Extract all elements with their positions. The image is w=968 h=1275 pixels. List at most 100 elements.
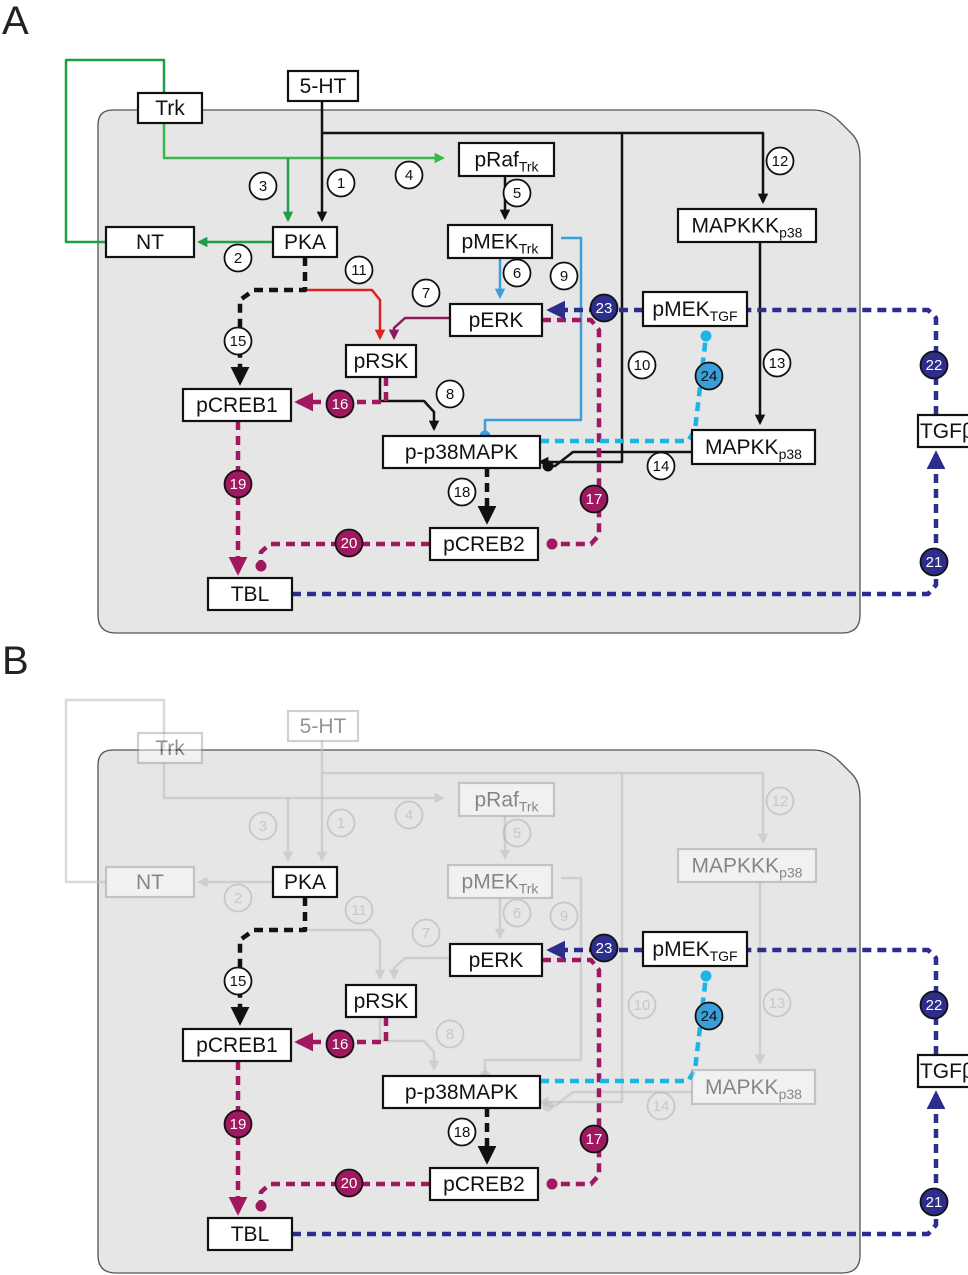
- node-label-praf: pRafTrk: [474, 149, 539, 175]
- step-16: 16: [325, 389, 355, 419]
- step-8: 8: [435, 379, 465, 409]
- inhibit-dot: [255, 560, 267, 572]
- step-5: 5: [502, 178, 532, 208]
- node-perk: pERK: [448, 302, 544, 338]
- node-label-prsk: pRSK: [354, 990, 409, 1013]
- edge-trk-praf: [162, 763, 446, 804]
- step-19: 19: [223, 469, 253, 499]
- step-20: 20: [334, 528, 364, 558]
- node-pcreb1: pCREB1: [181, 387, 293, 423]
- step-12: 12: [765, 146, 795, 176]
- step-label: 8: [446, 1026, 454, 1043]
- step-label: 20: [341, 535, 358, 552]
- node-tbl: TBL: [206, 576, 294, 612]
- step-label: 5: [513, 185, 521, 202]
- node-label-pka: PKA: [284, 871, 326, 894]
- node-praf: pRafTrk: [457, 141, 556, 178]
- step-23: 23: [589, 933, 619, 963]
- panel-label: B: [2, 639, 29, 683]
- node-pcreb1: pCREB1: [181, 1027, 293, 1063]
- step-label: 22: [926, 997, 943, 1014]
- step-15: 15: [223, 966, 253, 996]
- node-label-pcreb2: pCREB2: [443, 533, 525, 556]
- node-label-tbl: TBL: [231, 1223, 270, 1246]
- inhibit-dot: [546, 1178, 558, 1190]
- node-nt: NT: [104, 225, 196, 259]
- step-19: 19: [223, 1109, 253, 1139]
- node-pka: PKA: [271, 865, 339, 899]
- node-prsk: pRSK: [344, 343, 418, 379]
- step-label: 4: [405, 167, 413, 184]
- node-label-pmektrk: pMEKTrk: [462, 871, 540, 897]
- step-13: 13: [762, 348, 792, 378]
- step-label: 21: [926, 554, 943, 571]
- step-label: 24: [701, 1008, 718, 1025]
- node-mapkk: MAPKKp38: [690, 1068, 817, 1106]
- node-prsk: pRSK: [344, 983, 418, 1019]
- edge-10: [537, 773, 624, 1108]
- step-label: 13: [769, 355, 786, 372]
- node-perk: pERK: [448, 942, 544, 978]
- step-label: 19: [230, 476, 247, 493]
- step-15: 15: [223, 326, 253, 356]
- edge-trk-loop: [64, 58, 166, 244]
- node-tgfb: TGFβ: [916, 1053, 968, 1089]
- step-label: 5: [513, 825, 521, 842]
- node-praf: pRafTrk: [457, 781, 556, 818]
- edge-9: [483, 236, 583, 436]
- node-nt: NT: [104, 865, 196, 899]
- node-label-praf: pRafTrk: [474, 789, 539, 815]
- step-18: 18: [447, 1117, 477, 1147]
- step-label: 19: [230, 1116, 247, 1133]
- node-label-perk: pERK: [469, 309, 524, 332]
- step-label: 3: [259, 818, 267, 835]
- node-label-pka: PKA: [284, 231, 326, 254]
- node-label-ht: 5-HT: [300, 75, 347, 98]
- node-label-pcreb1: pCREB1: [196, 394, 278, 417]
- step-label: 11: [351, 262, 367, 279]
- step-label: 11: [351, 902, 367, 919]
- edge-11: [305, 928, 386, 981]
- node-label-trk: Trk: [155, 737, 185, 760]
- step-8: 8: [435, 1019, 465, 1049]
- node-pp38: p-p38MAPK: [381, 434, 542, 470]
- node-mapkkk: MAPKKKp38: [676, 847, 818, 884]
- step-label: 17: [586, 1131, 603, 1148]
- step-22: 22: [919, 350, 949, 380]
- step-3: 3: [248, 171, 278, 201]
- step-label: 24: [701, 368, 718, 385]
- step-label: 23: [596, 300, 613, 317]
- node-trk: Trk: [136, 731, 204, 765]
- edge-10: [537, 133, 624, 468]
- edge-17: [542, 957, 602, 1187]
- step-label: 13: [769, 995, 786, 1012]
- step-label: 4: [405, 807, 413, 824]
- node-label-pmektrk: pMEKTrk: [462, 231, 540, 257]
- step-4: 4: [394, 800, 424, 830]
- node-ht: 5-HT: [286, 69, 360, 103]
- node-pcreb2: pCREB2: [428, 1166, 540, 1202]
- edge-7: [388, 316, 450, 341]
- step-10: 10: [627, 990, 657, 1020]
- node-label-pcreb1: pCREB1: [196, 1034, 278, 1057]
- step-18: 18: [447, 477, 477, 507]
- step-label: 6: [513, 905, 521, 922]
- node-label-pp38: p-p38MAPK: [405, 1081, 518, 1104]
- edge-12: [322, 131, 769, 205]
- node-label-ht: 5-HT: [300, 715, 347, 738]
- step-label: 1: [337, 815, 345, 832]
- step-5: 5: [502, 818, 532, 848]
- step-9: 9: [549, 901, 579, 931]
- edge-8: [378, 377, 440, 432]
- edge-trk-praf: [162, 123, 446, 164]
- node-pmektgf: pMEKTGF: [641, 290, 749, 328]
- step-label: 7: [422, 285, 430, 302]
- step-label: 7: [422, 925, 430, 942]
- step-label: 1: [337, 175, 345, 192]
- node-tbl: TBL: [206, 1216, 294, 1252]
- step-label: 2: [234, 890, 242, 907]
- step-label: 9: [560, 268, 568, 285]
- edge-11: [305, 288, 386, 341]
- step-10: 10: [627, 350, 657, 380]
